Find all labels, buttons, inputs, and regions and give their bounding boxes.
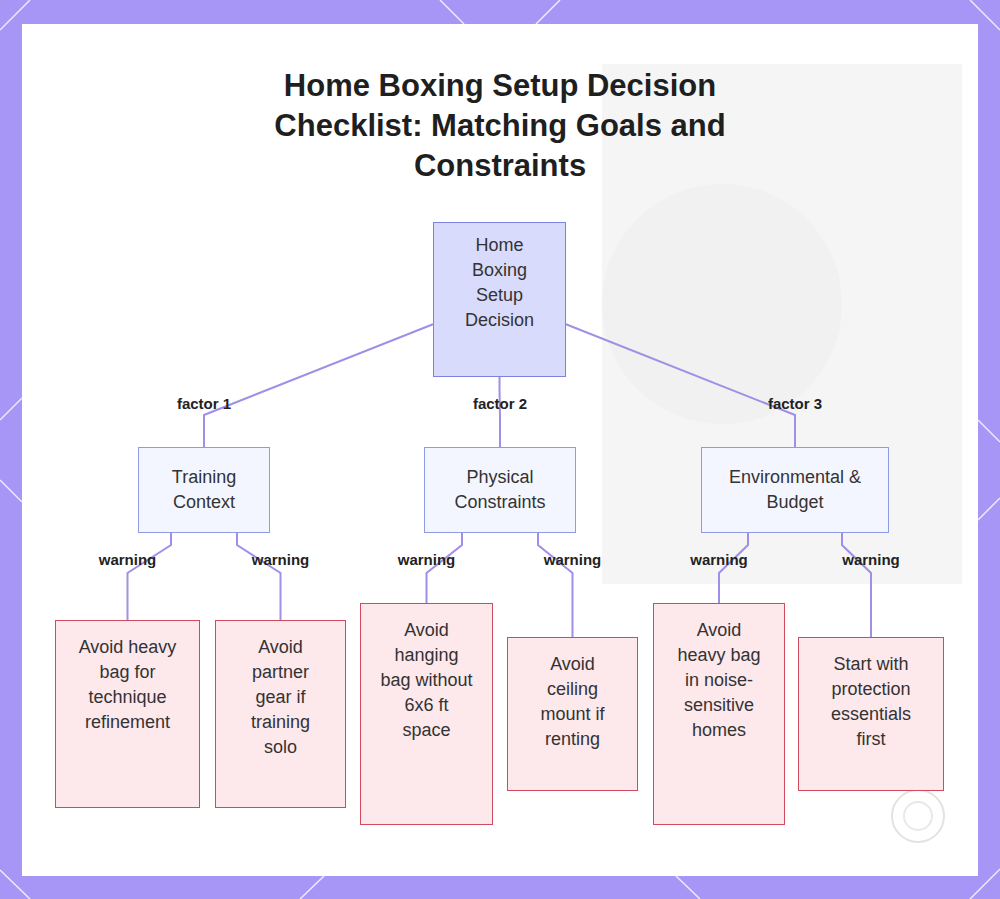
- root-box: Home Boxing Setup Decision: [433, 222, 566, 377]
- node-text: Physical Constraints: [445, 465, 555, 515]
- connector-line: [499, 377, 502, 447]
- connector-line: [566, 324, 795, 447]
- node-text: Avoid partner gear if training solo: [234, 635, 327, 760]
- node-text: Avoid heavy bag in noise-sensitive homes: [672, 618, 766, 743]
- edge-label: warning: [690, 551, 748, 568]
- diagram-title: Home Boxing Setup Decision Checklist: Ma…: [250, 66, 750, 186]
- node-text: Avoid ceiling mount if renting: [526, 652, 619, 752]
- connector-line: [719, 533, 748, 603]
- warning-box: Avoid heavy bag for technique refinement: [55, 620, 200, 808]
- edge-label: factor 2: [473, 395, 527, 412]
- connector-line: [128, 533, 172, 620]
- edge-label: warning: [252, 551, 310, 568]
- edge-label: warning: [398, 551, 456, 568]
- warning-box: Avoid hanging bag without 6x6 ft space: [360, 603, 493, 825]
- connector-line: [204, 324, 433, 447]
- warning-box: Avoid ceiling mount if renting: [507, 637, 638, 791]
- node-text: Home Boxing Setup Decision: [458, 233, 541, 333]
- connector-line: [538, 533, 573, 637]
- node-text: Environmental & Budget: [720, 465, 870, 515]
- factor-box: Physical Constraints: [424, 447, 576, 533]
- factor-box: Environmental & Budget: [701, 447, 889, 533]
- node-text: Avoid hanging bag without 6x6 ft space: [379, 618, 474, 743]
- connector-line: [427, 533, 463, 603]
- edge-label: factor 1: [177, 395, 231, 412]
- factor-box: Training Context: [138, 447, 270, 533]
- connector-line: [842, 533, 871, 637]
- edge-label: warning: [544, 551, 602, 568]
- edge-label: warning: [842, 551, 900, 568]
- node-text: Start with protection essentials first: [817, 652, 925, 752]
- warning-box: Avoid partner gear if training solo: [215, 620, 346, 808]
- edge-label: warning: [99, 551, 157, 568]
- edge-label: factor 3: [768, 395, 822, 412]
- node-text: Training Context: [159, 465, 249, 515]
- node-text: Avoid heavy bag for technique refinement: [78, 635, 177, 735]
- warning-box: Avoid heavy bag in noise-sensitive homes: [653, 603, 785, 825]
- connector-line: [237, 533, 281, 620]
- warning-box: Start with protection essentials first: [798, 637, 944, 791]
